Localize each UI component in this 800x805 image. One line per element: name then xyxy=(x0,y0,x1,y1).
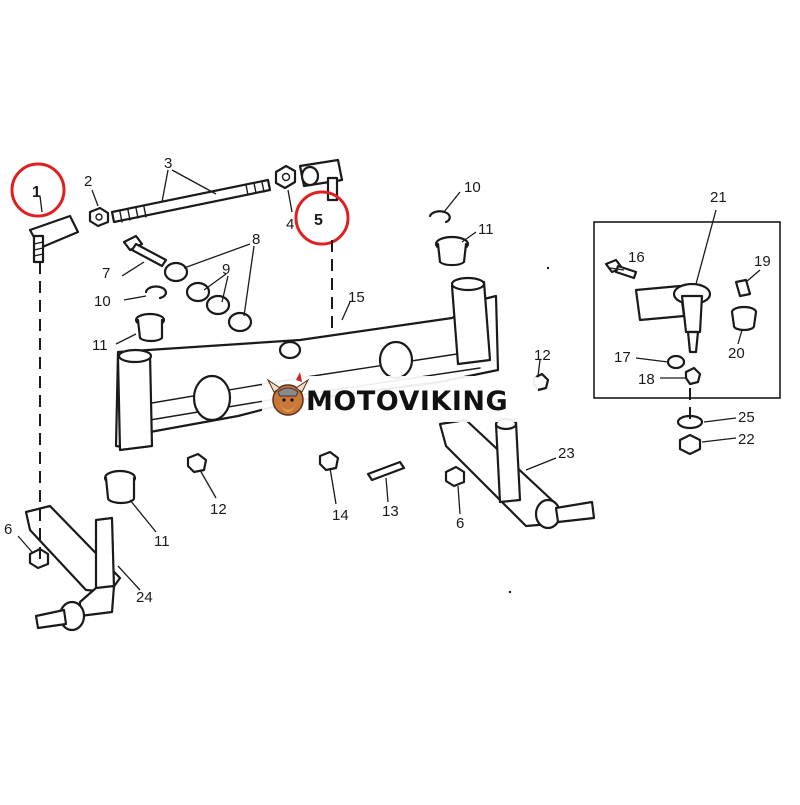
callout-11-left: 11 xyxy=(92,337,108,354)
speck xyxy=(508,590,512,594)
callout-10-right: 10 xyxy=(464,179,481,196)
spindle-right xyxy=(438,417,596,530)
grease-fitting xyxy=(734,278,752,298)
callout-17: 17 xyxy=(614,349,631,366)
callout-3: 3 xyxy=(164,155,172,172)
callout-7: 7 xyxy=(102,265,110,282)
callout-11-right: 11 xyxy=(478,221,494,238)
callout-9: 9 xyxy=(222,261,230,278)
washer-17 xyxy=(666,354,686,370)
tie-rod xyxy=(110,178,272,224)
callout-6-left: 6 xyxy=(4,521,12,538)
callout-13: 13 xyxy=(382,503,399,520)
snap-ring-left xyxy=(144,285,168,300)
flange-bushing-right xyxy=(434,235,470,267)
highlight-circle-5 xyxy=(294,190,350,246)
callout-21: 21 xyxy=(710,189,727,206)
callout-19: 19 xyxy=(754,253,771,270)
speck xyxy=(546,266,550,270)
spacer-9a xyxy=(185,281,211,303)
callout-15: 15 xyxy=(348,289,365,306)
nut-22 xyxy=(678,433,702,456)
callout-5: 5 xyxy=(314,212,323,229)
callout-12-right: 12 xyxy=(534,347,551,364)
cotter-pin xyxy=(366,460,406,482)
dust-cap xyxy=(730,305,758,332)
lock-nut-center xyxy=(186,452,208,474)
callout-14: 14 xyxy=(332,507,349,524)
callout-labels: 1 2 3 4 5 6 6 7 8 9 10 10 11 11 11 12 12… xyxy=(4,155,771,606)
callout-4: 4 xyxy=(286,216,294,233)
nut-18 xyxy=(684,366,702,386)
spacer-9b xyxy=(205,294,231,316)
callout-25: 25 xyxy=(738,409,755,426)
flange-bushing-lower xyxy=(103,469,137,505)
bushing-8b xyxy=(227,311,253,333)
watermark-band xyxy=(262,376,538,422)
callout-11-lower: 11 xyxy=(154,533,170,550)
pivot-bolt xyxy=(122,234,168,268)
jam-nut xyxy=(88,206,110,228)
snap-ring-right xyxy=(428,210,451,224)
hex-nut-14 xyxy=(318,450,340,472)
flange-bushing-left xyxy=(134,312,166,343)
tie-rod-end-right xyxy=(298,158,344,202)
callout-1: 1 xyxy=(32,184,41,201)
steering-arm xyxy=(634,282,712,354)
spindle-left xyxy=(24,504,122,632)
jam-nut-right xyxy=(274,164,297,190)
callout-24: 24 xyxy=(136,589,153,606)
highlight-circle-1 xyxy=(10,162,66,218)
viking-mascot-icon xyxy=(266,372,310,416)
watermark-text: MOTOVIKING xyxy=(306,386,508,417)
detail-box xyxy=(593,221,781,399)
watermark: MOTOVIKING xyxy=(262,372,538,422)
callout-6-right: 6 xyxy=(456,515,464,532)
leader-lines xyxy=(17,169,761,591)
tie-rod-end-left xyxy=(28,214,80,264)
callout-18: 18 xyxy=(638,371,655,388)
callout-23: 23 xyxy=(558,445,575,462)
callout-10-left: 10 xyxy=(94,293,111,310)
callout-16: 16 xyxy=(628,249,645,266)
bushing-8a xyxy=(163,261,189,283)
callout-12-center: 12 xyxy=(210,501,227,518)
callout-22: 22 xyxy=(738,431,755,448)
callout-2: 2 xyxy=(84,173,92,190)
hex-nut-6-right xyxy=(444,465,466,488)
callout-20: 20 xyxy=(728,345,745,362)
callout-8: 8 xyxy=(252,231,260,248)
